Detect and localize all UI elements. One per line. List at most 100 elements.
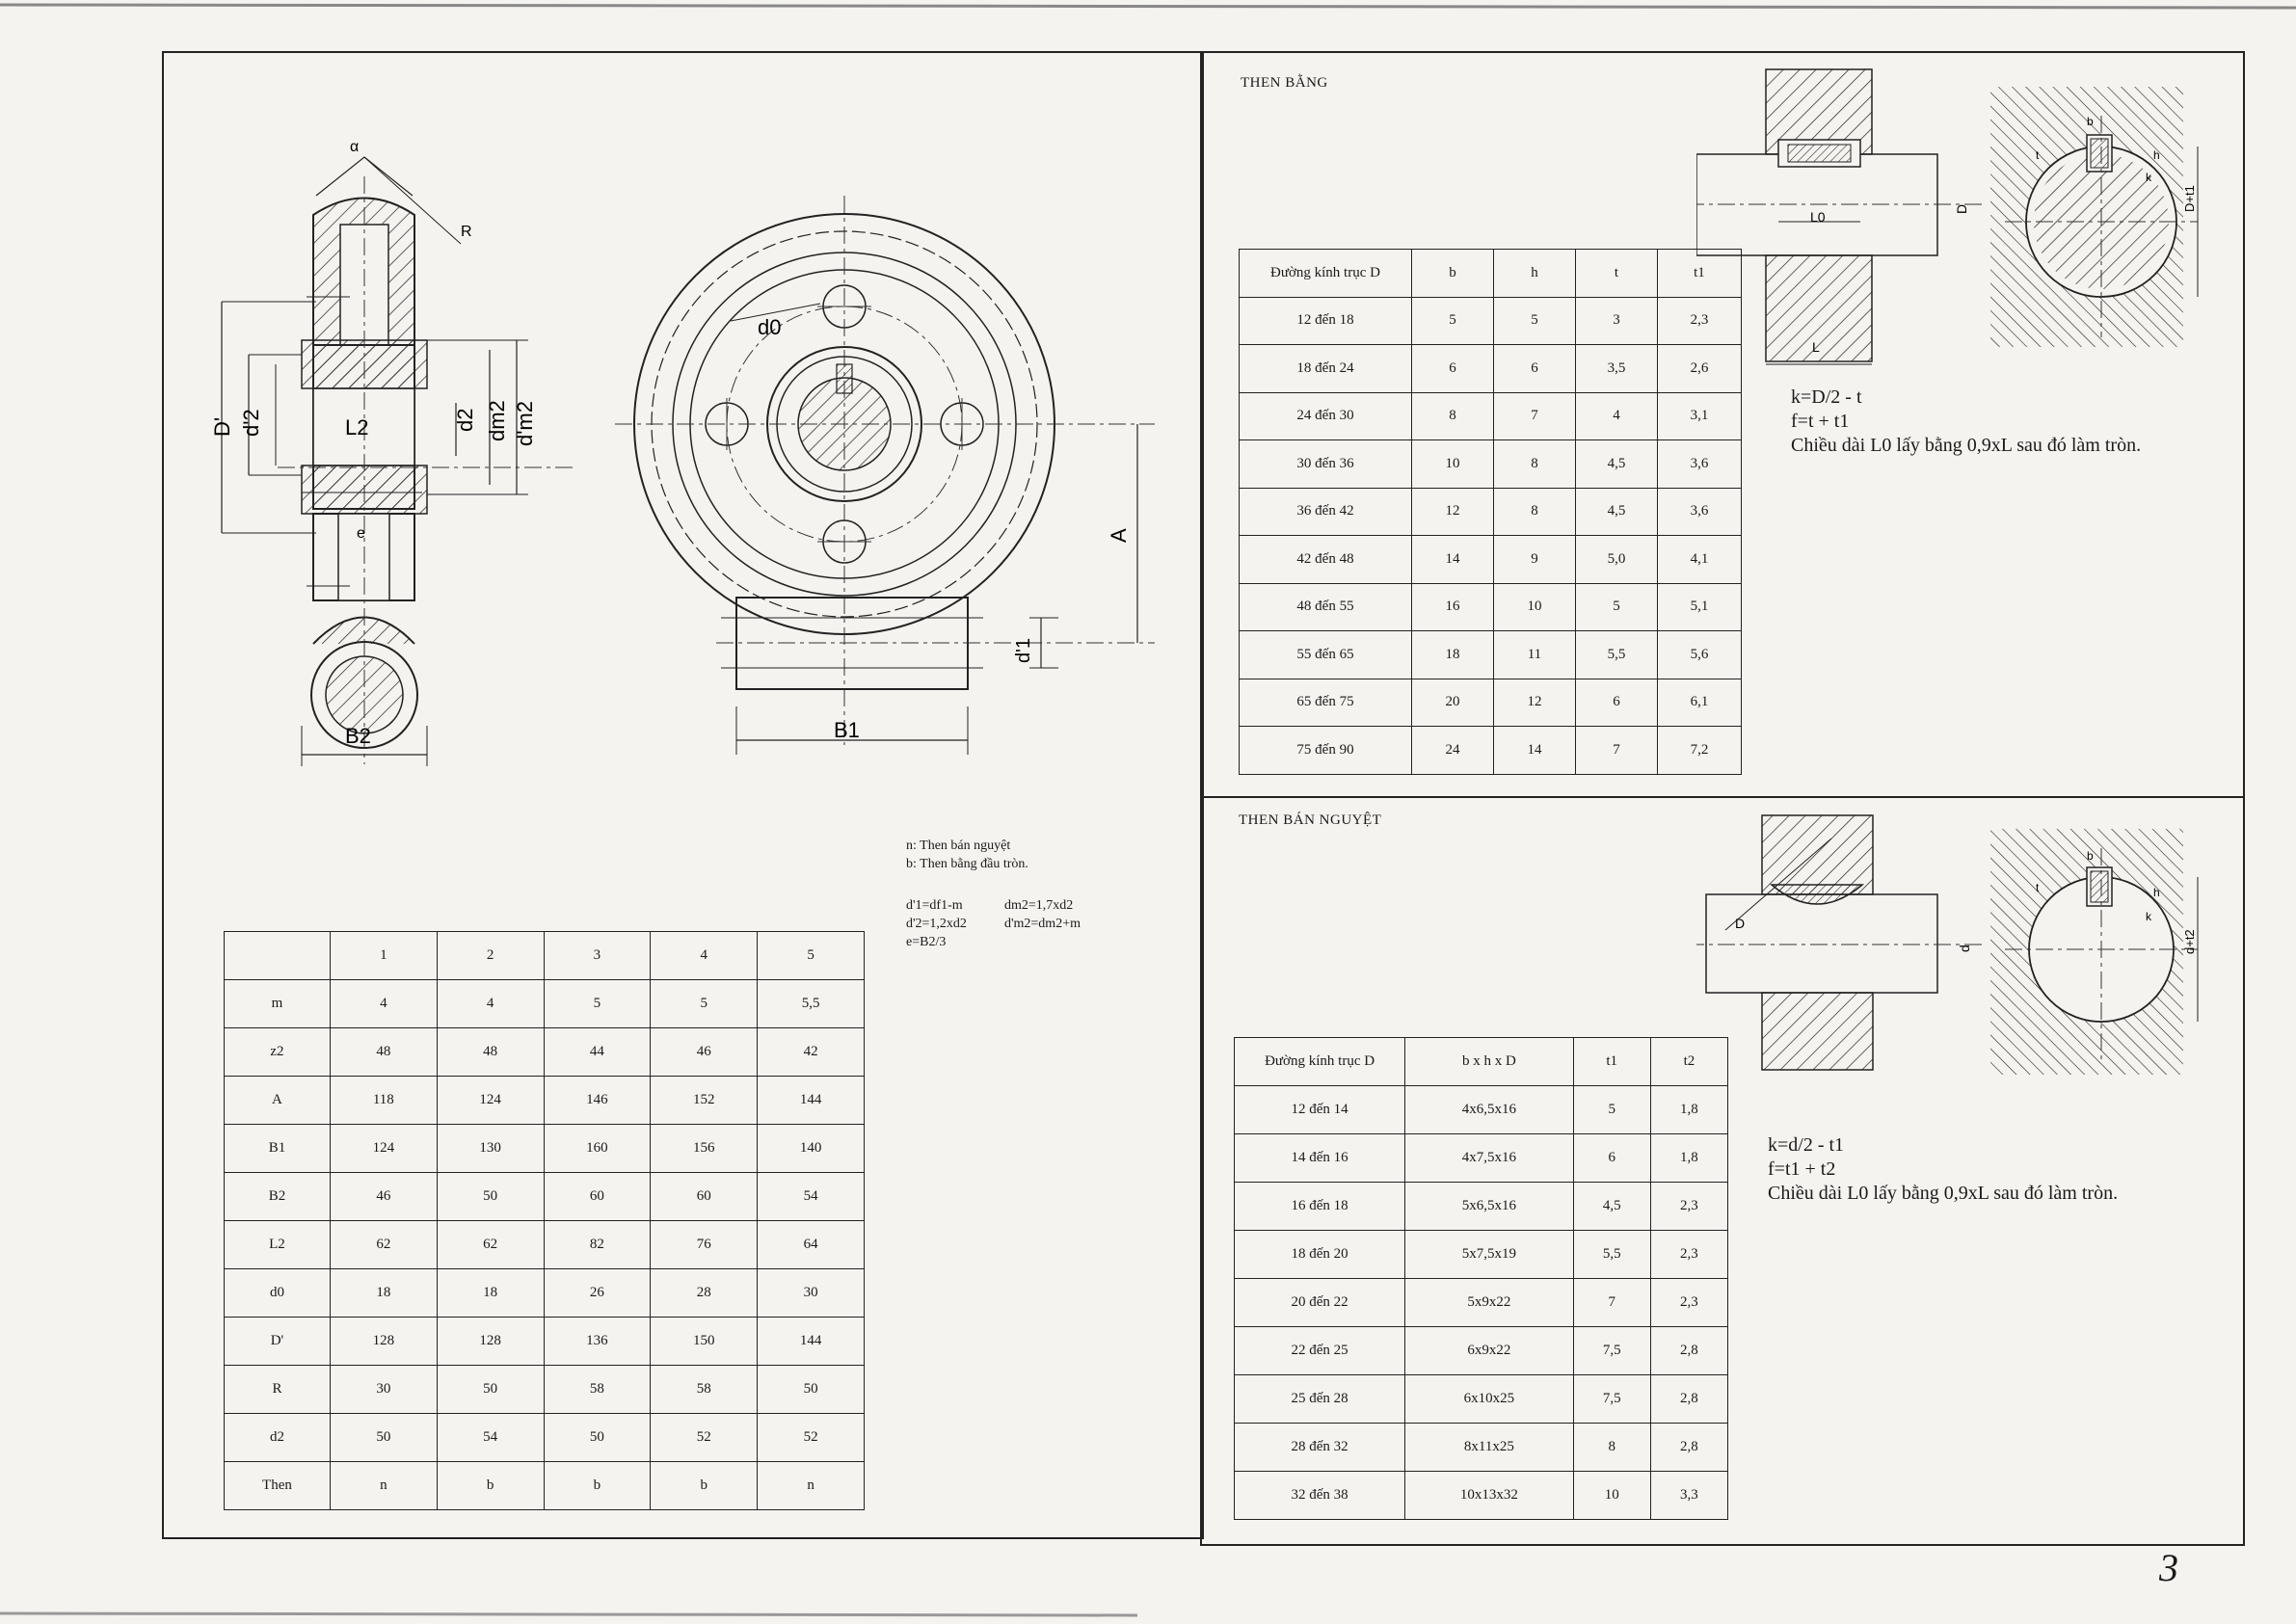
param_table-cell: b <box>543 1461 652 1510</box>
then_bang-cell: 4,1 <box>1656 535 1743 584</box>
then-bang-label-L0: L0 <box>1810 209 1826 225</box>
then_bang-cell: 3,6 <box>1656 439 1743 489</box>
then_bang-cell: 14 <box>1410 535 1494 584</box>
then-bang-cross-section: D+t1 b h t k <box>1990 87 2199 347</box>
then_ban_nguyet-cell: 1,8 <box>1649 1133 1729 1183</box>
right-frame <box>1200 51 2245 1546</box>
then_bang-cell: 12 <box>1492 678 1576 727</box>
param_table-cell: 146 <box>543 1076 652 1125</box>
param_table-cell: 48 <box>329 1027 438 1077</box>
then-bang-formula-length: Chiều dài L0 lấy bằng 0,9xL sau đó làm t… <box>1791 435 2142 456</box>
then_ban_nguyet-cell: 18 đến 20 <box>1233 1230 1406 1279</box>
then_ban_nguyet-cell: 7 <box>1572 1278 1651 1327</box>
then_ban_nguyet-cell: 12 đến 14 <box>1233 1085 1406 1134</box>
param_table-cell: 124 <box>329 1124 438 1173</box>
param_table-cell: A <box>224 1076 331 1125</box>
then-ban-nguyet-drawing: D d d+t2 b h t k <box>1696 814 2199 1075</box>
formula-notes-left: d'1=df1-m d'2=1,2xd2 e=B2/3 <box>906 896 967 951</box>
param_table-cell: 156 <box>650 1124 759 1173</box>
then_ban_nguyet-cell: 4,5 <box>1572 1182 1651 1231</box>
then_ban_nguyet-header-cell: t2 <box>1649 1037 1729 1086</box>
param_table-cell: 5 <box>650 979 759 1028</box>
then_bang-cell: 7 <box>1574 726 1658 775</box>
then-bn-label-b: b <box>2087 849 2094 863</box>
then_ban_nguyet-header-cell: t1 <box>1572 1037 1651 1086</box>
then_bang-cell: 6 <box>1492 344 1576 393</box>
then_ban_nguyet-cell: 2,8 <box>1649 1423 1729 1472</box>
label-d0: d0 <box>758 315 781 339</box>
then_bang-cell: 7 <box>1492 391 1576 440</box>
param_table-header-cell: 1 <box>329 931 438 980</box>
label-B2: B2 <box>345 724 371 748</box>
param_table-cell: 50 <box>329 1413 438 1462</box>
then_bang-cell: 75 đến 90 <box>1239 726 1412 775</box>
param_table-cell: 60 <box>543 1172 652 1221</box>
then_ban_nguyet-cell: 2,3 <box>1649 1230 1729 1279</box>
then-bang-drawing: L0 L D D+t1 b h t k <box>1696 68 2199 365</box>
then_ban_nguyet-cell: 5x6,5x16 <box>1404 1182 1574 1231</box>
param_table-cell: 18 <box>329 1268 438 1318</box>
param_table-cell: d0 <box>224 1268 331 1318</box>
param_table-header-cell: 3 <box>543 931 652 980</box>
then_ban_nguyet-cell: 2,8 <box>1649 1374 1729 1424</box>
then_ban_nguyet-cell: 6 <box>1572 1133 1651 1183</box>
then_bang-cell: 5,0 <box>1574 535 1658 584</box>
then-bang-label-Dt1: D+t1 <box>2182 185 2197 212</box>
then_bang-cell: 4,5 <box>1574 439 1658 489</box>
then_bang-cell: 9 <box>1492 535 1576 584</box>
then_ban_nguyet-cell: 10 <box>1572 1471 1651 1520</box>
label-L2: L2 <box>345 415 368 439</box>
param_table-cell: 48 <box>436 1027 545 1077</box>
param_table-cell: 50 <box>436 1365 545 1414</box>
param_table-cell: 144 <box>757 1317 865 1366</box>
param_table-cell: 26 <box>543 1268 652 1318</box>
then_bang-cell: 12 đến 18 <box>1239 296 1412 345</box>
label-d2: d2 <box>453 409 477 432</box>
param_table-cell: 42 <box>757 1027 865 1077</box>
right-divider <box>1200 796 2243 798</box>
then-bn-cross-section: d+t2 b h t k <box>1990 829 2199 1075</box>
param_table-cell: 124 <box>436 1076 545 1125</box>
then_ban_nguyet-cell: 2,8 <box>1649 1326 1729 1375</box>
param_table-cell: 144 <box>757 1076 865 1125</box>
param_table-cell: 62 <box>329 1220 438 1269</box>
then_bang-header-cell: h <box>1492 249 1576 298</box>
param_table-cell: 50 <box>757 1365 865 1414</box>
then-bn-label-d: d <box>1957 945 1972 952</box>
then_bang-header-cell: b <box>1410 249 1494 298</box>
param_table-cell: 82 <box>543 1220 652 1269</box>
then-bang-formula-f: f=t + t1 <box>1791 411 1850 432</box>
param_table-cell: B2 <box>224 1172 331 1221</box>
param_table-cell: 150 <box>650 1317 759 1366</box>
then_ban_nguyet-cell: 20 đến 22 <box>1233 1278 1406 1327</box>
then_bang-cell: 24 <box>1410 726 1494 775</box>
then_ban_nguyet-cell: 7,5 <box>1572 1326 1651 1375</box>
then_ban_nguyet-header-cell: b x h x D <box>1404 1037 1574 1086</box>
then_ban_nguyet-cell: 7,5 <box>1572 1374 1651 1424</box>
formula-e: e=B2/3 <box>906 935 947 949</box>
label-d-prime1: d'1 <box>1013 638 1034 663</box>
then-bn-formulas: k=d/2 - t1 f=t1 + t2 Chiều dài L0 lấy bằ… <box>1768 1133 2118 1206</box>
then_bang-cell: 65 đến 75 <box>1239 678 1412 727</box>
param_table-cell: B1 <box>224 1124 331 1173</box>
then_bang-cell: 48 đến 55 <box>1239 582 1412 631</box>
param_table-cell: b <box>650 1461 759 1510</box>
then_bang-cell: 3,6 <box>1656 487 1743 536</box>
then_bang-cell: 7,2 <box>1656 726 1743 775</box>
then_bang-cell: 5 <box>1410 296 1494 345</box>
